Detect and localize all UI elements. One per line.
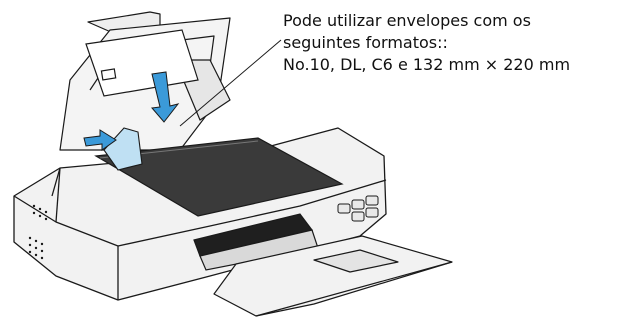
envelope-icon [85, 29, 199, 97]
printer-cover [94, 137, 344, 217]
callout-line-3: No.10, DL, C6 e 132 mm × 220 mm [283, 55, 571, 74]
edge-guide [103, 127, 143, 171]
callout-text: Pode utilizar envelopes com os seguintes… [283, 10, 639, 76]
callout-leader-line [179, 39, 282, 127]
load-arrow-icon [151, 71, 180, 123]
control-buttons [337, 195, 379, 222]
edge-guide-arrow-icon [83, 129, 117, 151]
output-tray [213, 235, 453, 317]
callout-line-2: seguintes formatos:: [283, 33, 448, 52]
callout-line-1: Pode utilizar envelopes com os [283, 11, 531, 30]
